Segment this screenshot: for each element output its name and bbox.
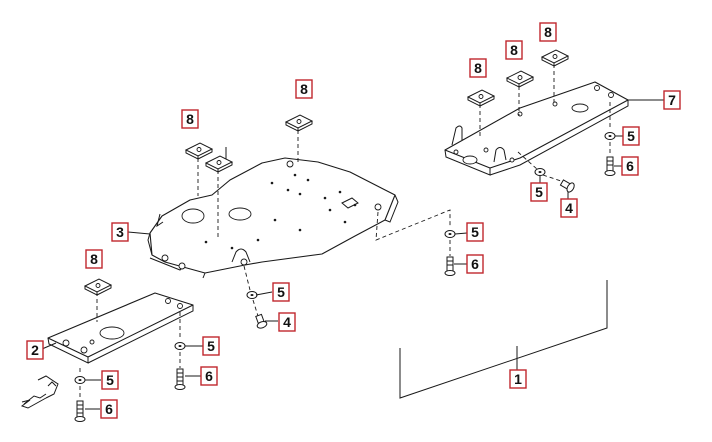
callout-5f: 5: [530, 182, 548, 202]
callout-6c: 6: [466, 254, 484, 274]
callout-6b: 6: [100, 399, 118, 419]
svg-text:5: 5: [277, 284, 285, 300]
washer-b: [74, 376, 86, 384]
svg-text:5: 5: [535, 184, 543, 200]
callout-4a: 4: [278, 312, 296, 332]
svg-text:5: 5: [207, 338, 215, 354]
callout-leaders: [41, 99, 664, 410]
clip-nut-rear-b: [505, 70, 535, 88]
svg-text:8: 8: [90, 251, 98, 267]
callout-7: 7: [663, 90, 681, 110]
flange-bolt-a: [174, 368, 186, 390]
bolts: [74, 156, 616, 422]
short-bolt-a: [255, 313, 268, 329]
callout-8c: 8: [85, 249, 103, 269]
svg-text:5: 5: [106, 372, 114, 388]
flange-bolt-c: [444, 256, 456, 276]
center-skid-plate: [147, 157, 399, 279]
svg-text:7: 7: [668, 92, 676, 108]
callout-5d: 5: [466, 222, 484, 242]
clip-nut-center-c: [284, 114, 314, 132]
assembly-bracket: [399, 280, 608, 399]
svg-text:6: 6: [205, 368, 213, 384]
short-bolt-b: [559, 179, 575, 193]
callout-5c: 5: [101, 370, 119, 390]
washer-a: [174, 342, 186, 350]
callout-8f: 8: [539, 22, 557, 42]
leader-lines: [79, 64, 611, 398]
callout-8b: 8: [295, 79, 313, 99]
callout-2: 2: [26, 340, 44, 360]
washer-d: [444, 230, 456, 238]
svg-text:5: 5: [471, 224, 479, 240]
svg-text:1: 1: [514, 371, 522, 387]
front-direction-icon: [20, 375, 59, 409]
svg-text:6: 6: [471, 256, 479, 272]
callout-4b: 4: [560, 198, 578, 218]
svg-text:8: 8: [300, 81, 308, 97]
clip-nut-front: [83, 278, 113, 296]
washers: [74, 132, 616, 384]
svg-text:8: 8: [510, 42, 518, 58]
callout-5e: 5: [622, 126, 640, 146]
clip-nut-rear-a: [466, 89, 496, 107]
washer-c: [246, 291, 258, 299]
washer-e: [604, 132, 616, 140]
callout-5b: 5: [202, 336, 220, 356]
svg-text:8: 8: [544, 24, 552, 40]
clip-nut-rear-c: [540, 49, 570, 67]
svg-text:2: 2: [31, 342, 39, 358]
svg-text:8: 8: [474, 60, 482, 76]
callout-8d: 8: [469, 58, 487, 78]
svg-text:5: 5: [627, 128, 635, 144]
flange-bolt-b: [74, 400, 86, 422]
washer-f: [534, 168, 546, 176]
svg-text:8: 8: [186, 111, 194, 127]
callout-3: 3: [111, 222, 129, 242]
callout-8a: 8: [181, 109, 199, 129]
flange-bolt-d: [604, 156, 616, 176]
clip-nut-center-b: [204, 147, 234, 173]
callout-5a: 5: [272, 282, 290, 302]
front-skid-plate: [47, 292, 194, 364]
svg-text:4: 4: [565, 200, 573, 216]
callout-6a: 6: [200, 366, 218, 386]
svg-text:4: 4: [283, 314, 291, 330]
callout-1: 1: [509, 369, 527, 389]
svg-text:6: 6: [626, 158, 634, 174]
clip-nut-center-a: [184, 142, 214, 160]
callout-6d: 6: [621, 156, 639, 176]
svg-text:3: 3: [116, 224, 124, 240]
clip-nuts: [83, 49, 570, 296]
svg-text:6: 6: [105, 401, 113, 417]
callout-8e: 8: [505, 40, 523, 60]
